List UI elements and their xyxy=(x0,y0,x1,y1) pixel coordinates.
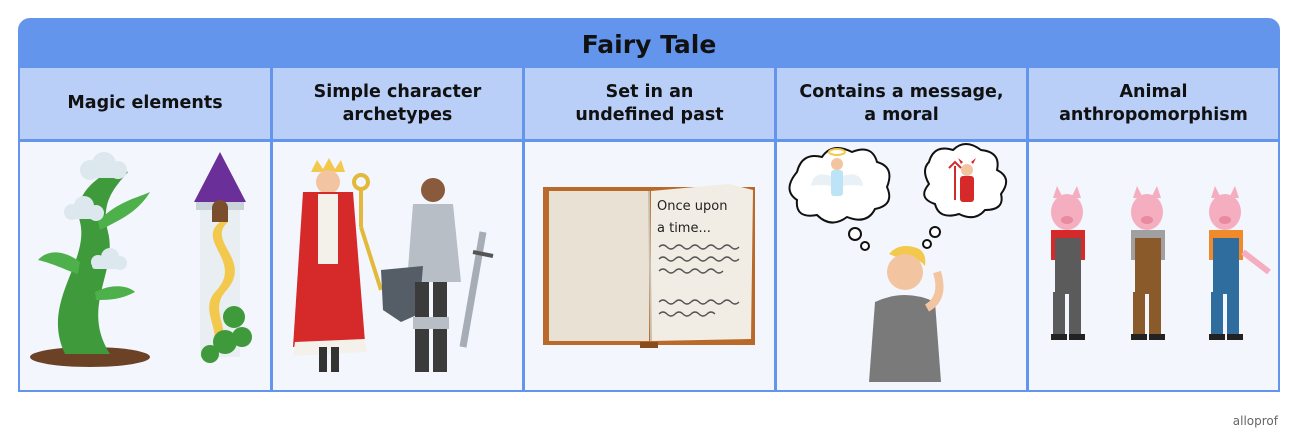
column-animal-anthropomorphism: Animal anthropomorphism xyxy=(1029,68,1278,390)
column-image-cell xyxy=(1029,142,1278,390)
column-image-cell xyxy=(273,142,522,390)
open-book-illustration: Once upon a time... xyxy=(543,184,755,348)
column-image-cell xyxy=(777,142,1026,390)
king-illustration xyxy=(293,158,383,372)
column-heading: Simple character archetypes xyxy=(273,68,522,139)
knight-illustration xyxy=(381,178,494,372)
column-magic-elements: Magic elements xyxy=(20,68,270,390)
column-undefined-past: Set in an undefined past Once upon a tim… xyxy=(525,68,774,390)
column-heading: Animal anthropomorphism xyxy=(1029,68,1278,139)
scribble-lines xyxy=(658,244,740,317)
column-image-cell: Once upon a time... xyxy=(525,142,774,390)
thinking-person-illustration xyxy=(869,246,944,382)
pig-illustration-1 xyxy=(1051,186,1085,340)
column-heading: Contains a message, a moral xyxy=(777,68,1026,139)
column-image-cell xyxy=(20,142,270,390)
column-heading: Set in an undefined past xyxy=(525,68,774,139)
column-heading: Magic elements xyxy=(20,68,270,139)
column-moral: Contains a message, a moral xyxy=(777,68,1026,390)
fairy-tale-table: Fairy Tale Magic elements xyxy=(18,18,1280,392)
devil-icon xyxy=(948,158,976,202)
table-title: Fairy Tale xyxy=(20,20,1278,68)
angel-icon xyxy=(811,148,863,196)
pig-illustration-2 xyxy=(1131,186,1165,340)
pig-illustration-3 xyxy=(1209,186,1271,340)
book-text-line-2: a time... xyxy=(657,221,711,236)
column-character-archetypes: Simple character archetypes xyxy=(273,68,522,390)
tower-illustration xyxy=(194,152,252,363)
beanstalk-illustration xyxy=(30,152,150,367)
book-text-line-1: Once upon xyxy=(657,199,727,214)
brand-logo: alloprof xyxy=(1232,414,1278,428)
